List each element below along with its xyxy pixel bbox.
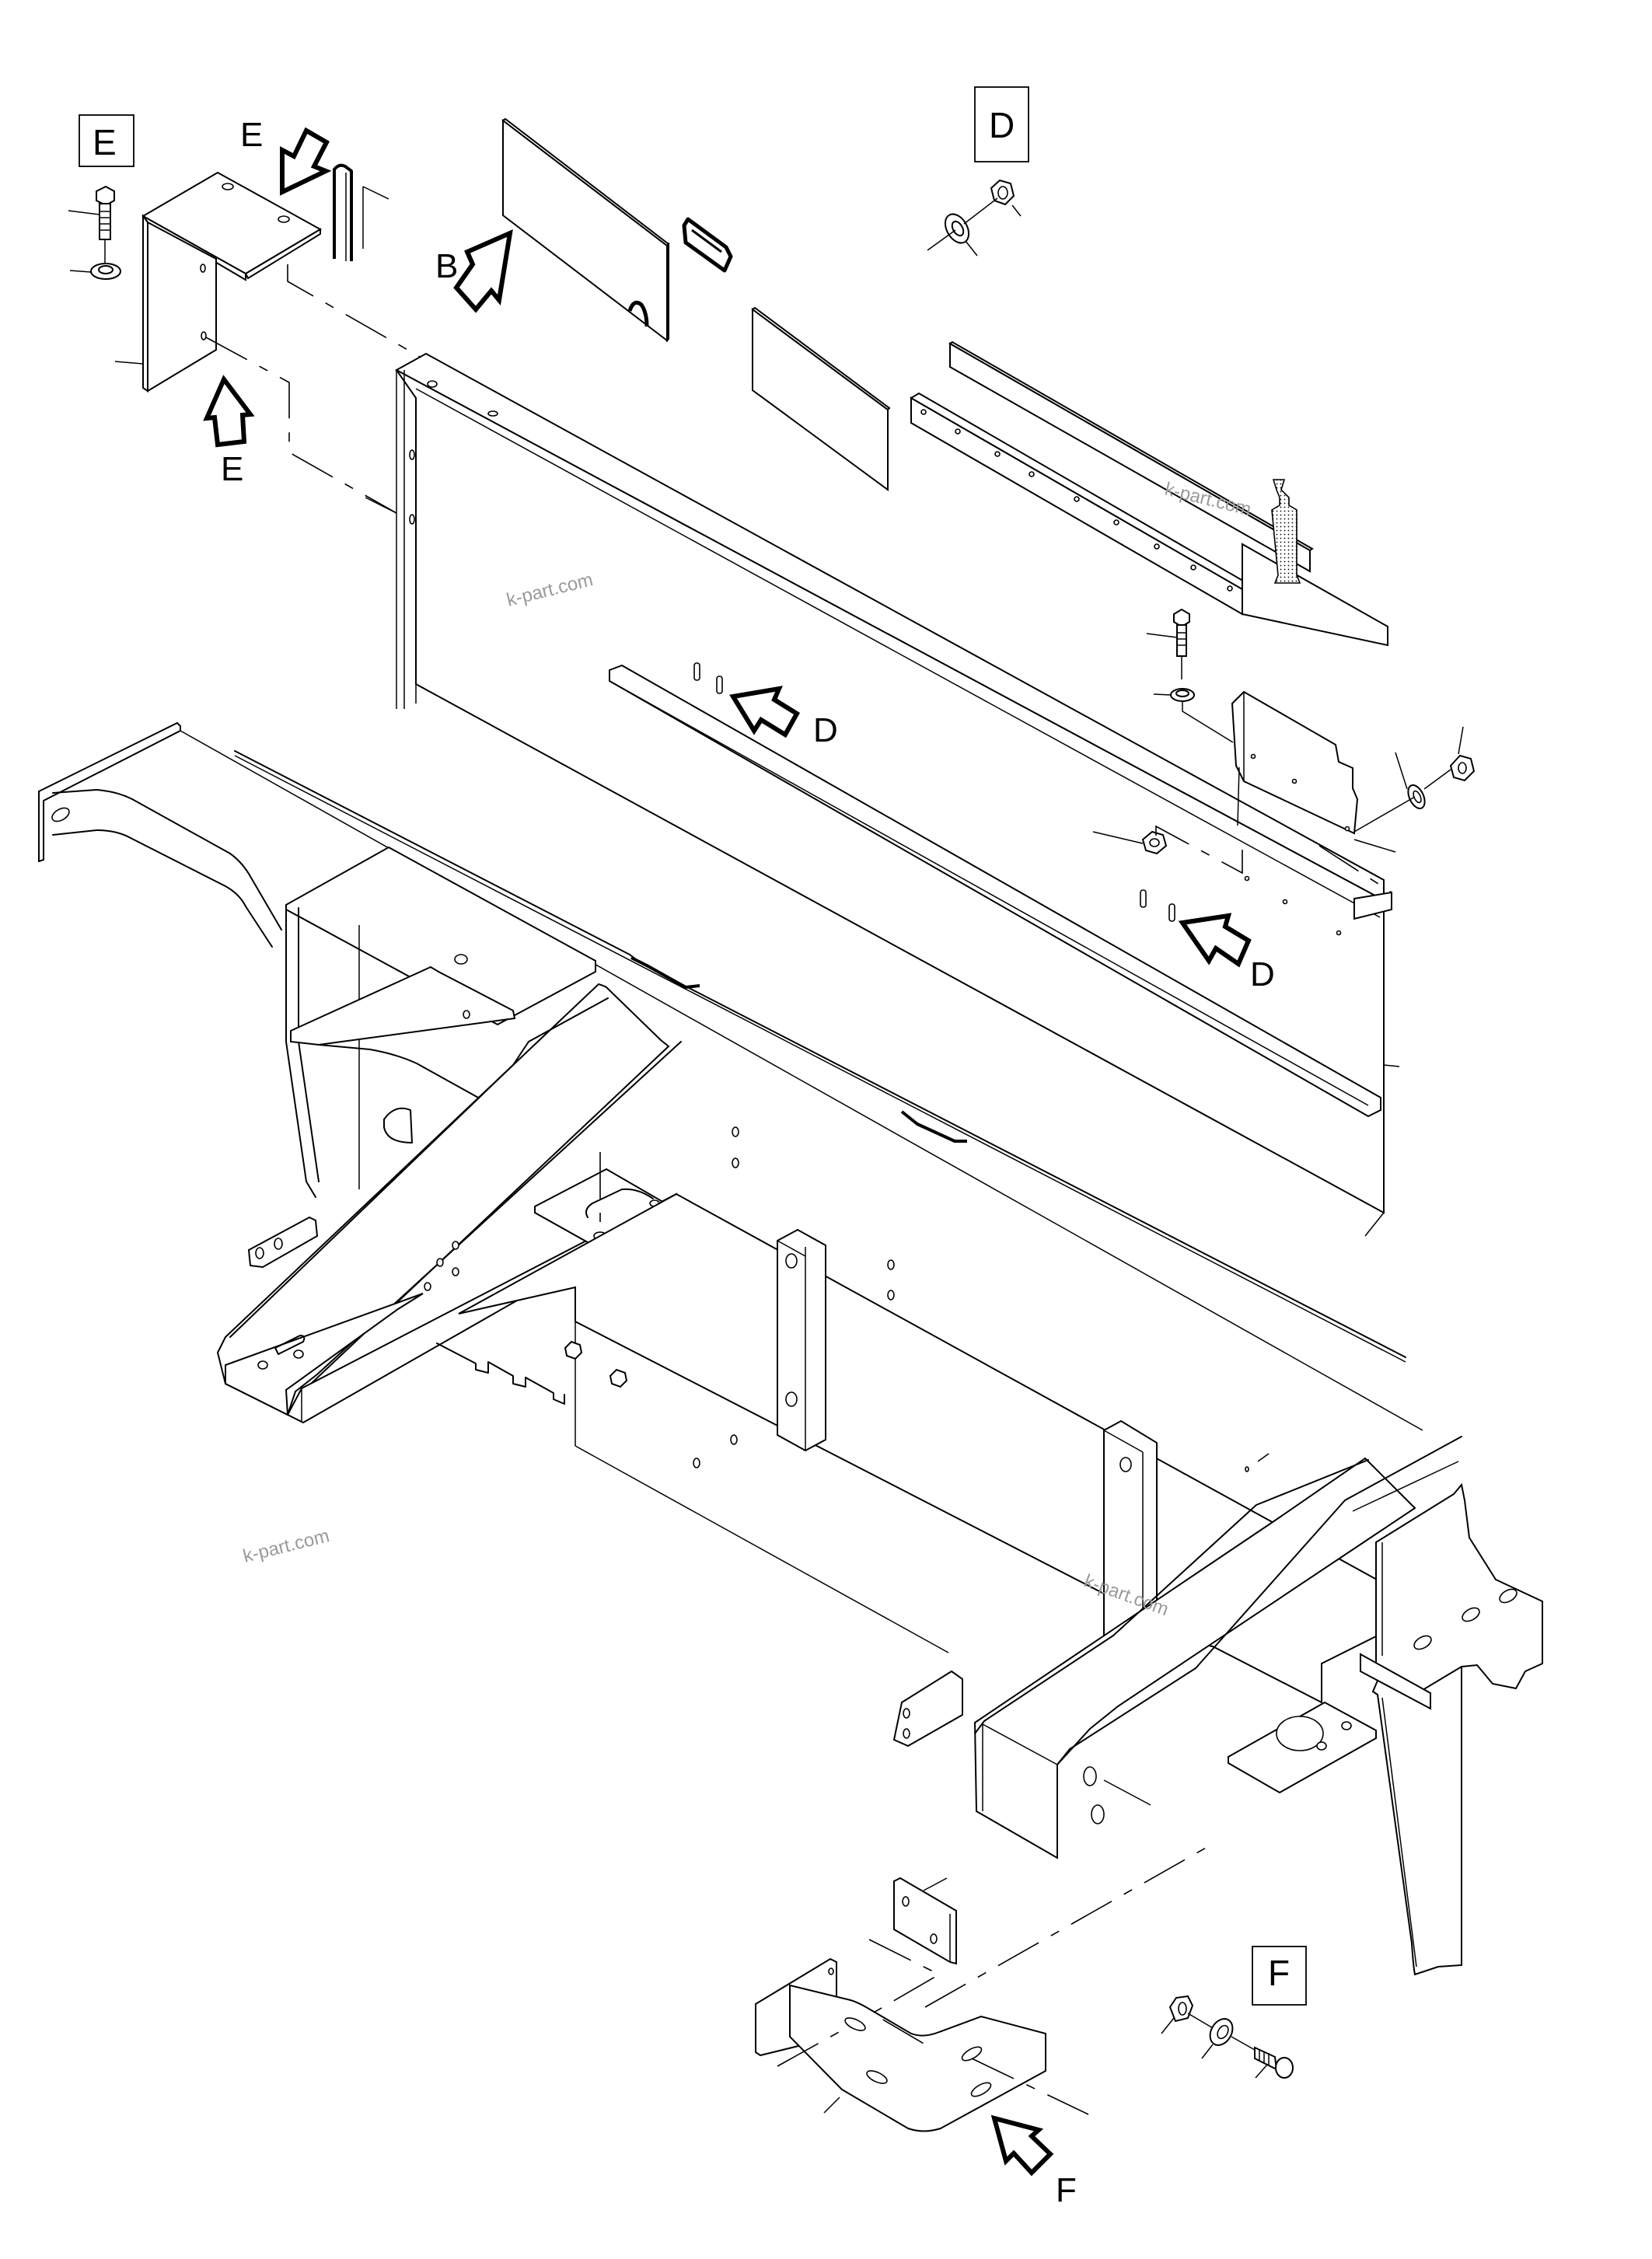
view-arrow-d-center: D	[729, 686, 838, 749]
detail-box-f-label: F	[1268, 1953, 1290, 1993]
view-arrow-label: E	[240, 116, 263, 154]
view-arrow-label: E	[221, 450, 243, 488]
washer-icon	[927, 213, 978, 257]
view-arrow-b: B	[435, 229, 513, 313]
rubber-stopper	[1271, 479, 1301, 584]
main-frame	[38, 721, 1543, 1976]
e-angle-bracket	[114, 171, 323, 393]
washer-icon	[69, 263, 121, 280]
nut-icon	[1092, 825, 1392, 893]
alignment-line	[777, 2027, 848, 2067]
washer-icon	[1353, 752, 1426, 853]
detail-box-e-label: E	[93, 122, 117, 162]
spacer-plate	[893, 1877, 957, 1965]
washer-icon	[1201, 2018, 1256, 2059]
rubber-strip	[948, 340, 1314, 573]
nut-icon	[963, 179, 1022, 225]
view-arrow-f: F	[990, 2114, 1077, 2209]
view-arrow-label: F	[1056, 2171, 1077, 2209]
alignment-line	[205, 337, 397, 514]
bolt-icon	[68, 185, 115, 264]
bracket-f	[755, 1957, 1046, 2132]
upper-rail-strip	[1353, 891, 1392, 920]
edge-trim	[333, 163, 389, 261]
back-panel	[365, 352, 1400, 1237]
cover-panel-small	[751, 306, 891, 491]
view-arrow-label: B	[435, 247, 458, 285]
mounting-strip	[910, 392, 1388, 647]
lower-rail-strip	[609, 664, 1381, 1118]
cover-plate	[1231, 690, 1359, 835]
view-arrow-label: D	[813, 711, 838, 749]
watermark: k-part.com	[241, 1525, 332, 1567]
alignment-line	[924, 1843, 1214, 2115]
detail-box-d-label: D	[989, 105, 1015, 145]
detail-box-f: F	[1252, 1946, 1307, 2006]
view-arrow-d-right: D	[1178, 913, 1275, 993]
view-arrow-e-bottom: E	[203, 375, 255, 488]
bolt-icon	[1254, 2046, 1294, 2079]
bolt-icon	[1146, 608, 1190, 679]
view-arrow-label: D	[1250, 955, 1275, 993]
nut-icon	[1423, 726, 1476, 790]
cover-panel-b	[501, 117, 670, 343]
detail-box-e: E	[79, 114, 134, 167]
alignment-line	[868, 1939, 941, 2045]
detail-box-d: D	[974, 86, 1029, 162]
view-arrow-e-top: E	[240, 116, 332, 196]
washer-icon	[1153, 688, 1234, 743]
rubber-clip	[682, 217, 733, 273]
nut-icon	[1161, 1995, 1215, 2034]
